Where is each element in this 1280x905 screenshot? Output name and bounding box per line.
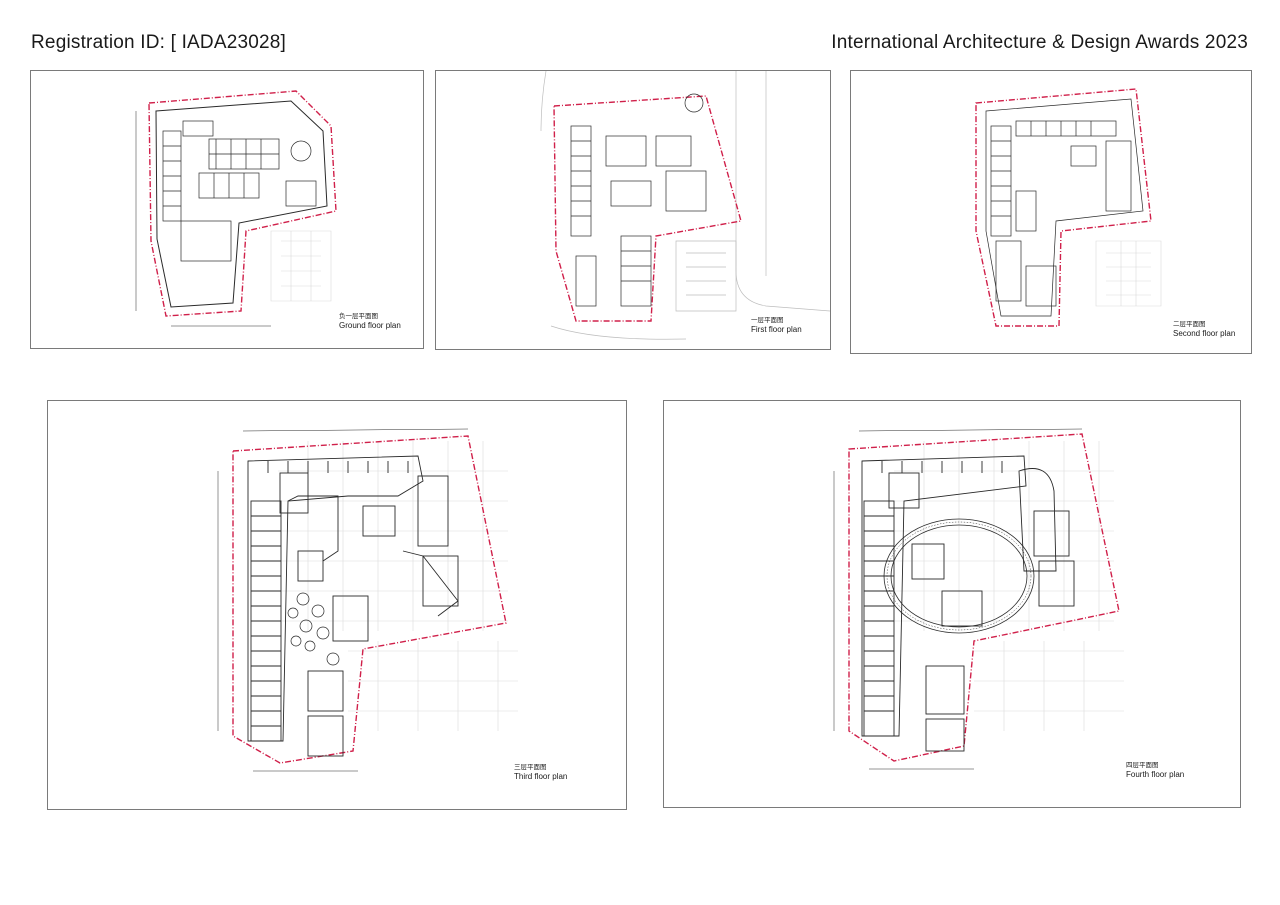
- plan-caption-en: Ground floor plan: [339, 321, 401, 330]
- first-floor-plan-drawing: [540, 71, 830, 340]
- plan-caption-cn: 一层平面图: [751, 316, 784, 324]
- ground-floor-plan-sheet: 负一层平面图 Ground floor plan: [30, 70, 424, 349]
- plan-caption-cn: 负一层平面图: [339, 312, 378, 320]
- first-floor-plan-sheet: 一层平面图 First floor plan: [435, 70, 831, 350]
- plan-caption: 四层平面图 Fourth floor plan: [1126, 760, 1184, 780]
- fourth-floor-plan-sheet: 四层平面图 Fourth floor plan: [663, 400, 1241, 808]
- plan-caption-en: Third floor plan: [514, 772, 568, 781]
- plan-caption-cn: 四层平面图: [1126, 761, 1159, 769]
- third-floor-plan-drawing: [217, 428, 518, 772]
- ground-floor-plan-drawing: [135, 90, 337, 327]
- plan-caption-cn: 二层平面图: [1173, 320, 1206, 328]
- third-floor-plan-sheet: 三层平面图 Third floor plan: [47, 400, 627, 810]
- registration-id: Registration ID: [ IADA23028]: [31, 32, 287, 53]
- fourth-floor-plan-drawing: [833, 428, 1124, 770]
- plan-caption-en: Fourth floor plan: [1126, 770, 1185, 779]
- award-title: International Architecture & Design Awar…: [831, 32, 1248, 53]
- plan-caption-cn: 三层平面图: [514, 763, 547, 771]
- plan-caption: 三层平面图 Third floor plan: [514, 762, 567, 782]
- plan-caption: 负一层平面图 Ground floor plan: [339, 311, 401, 331]
- plan-caption-en: First floor plan: [751, 325, 802, 334]
- plan-caption: 一层平面图 First floor plan: [751, 315, 802, 335]
- second-floor-plan-drawing: [975, 88, 1162, 327]
- plan-caption-en: Second floor plan: [1173, 329, 1236, 338]
- plan-caption: 二层平面图 Second floor plan: [1173, 319, 1235, 339]
- second-floor-plan-sheet: 二层平面图 Second floor plan: [850, 70, 1252, 354]
